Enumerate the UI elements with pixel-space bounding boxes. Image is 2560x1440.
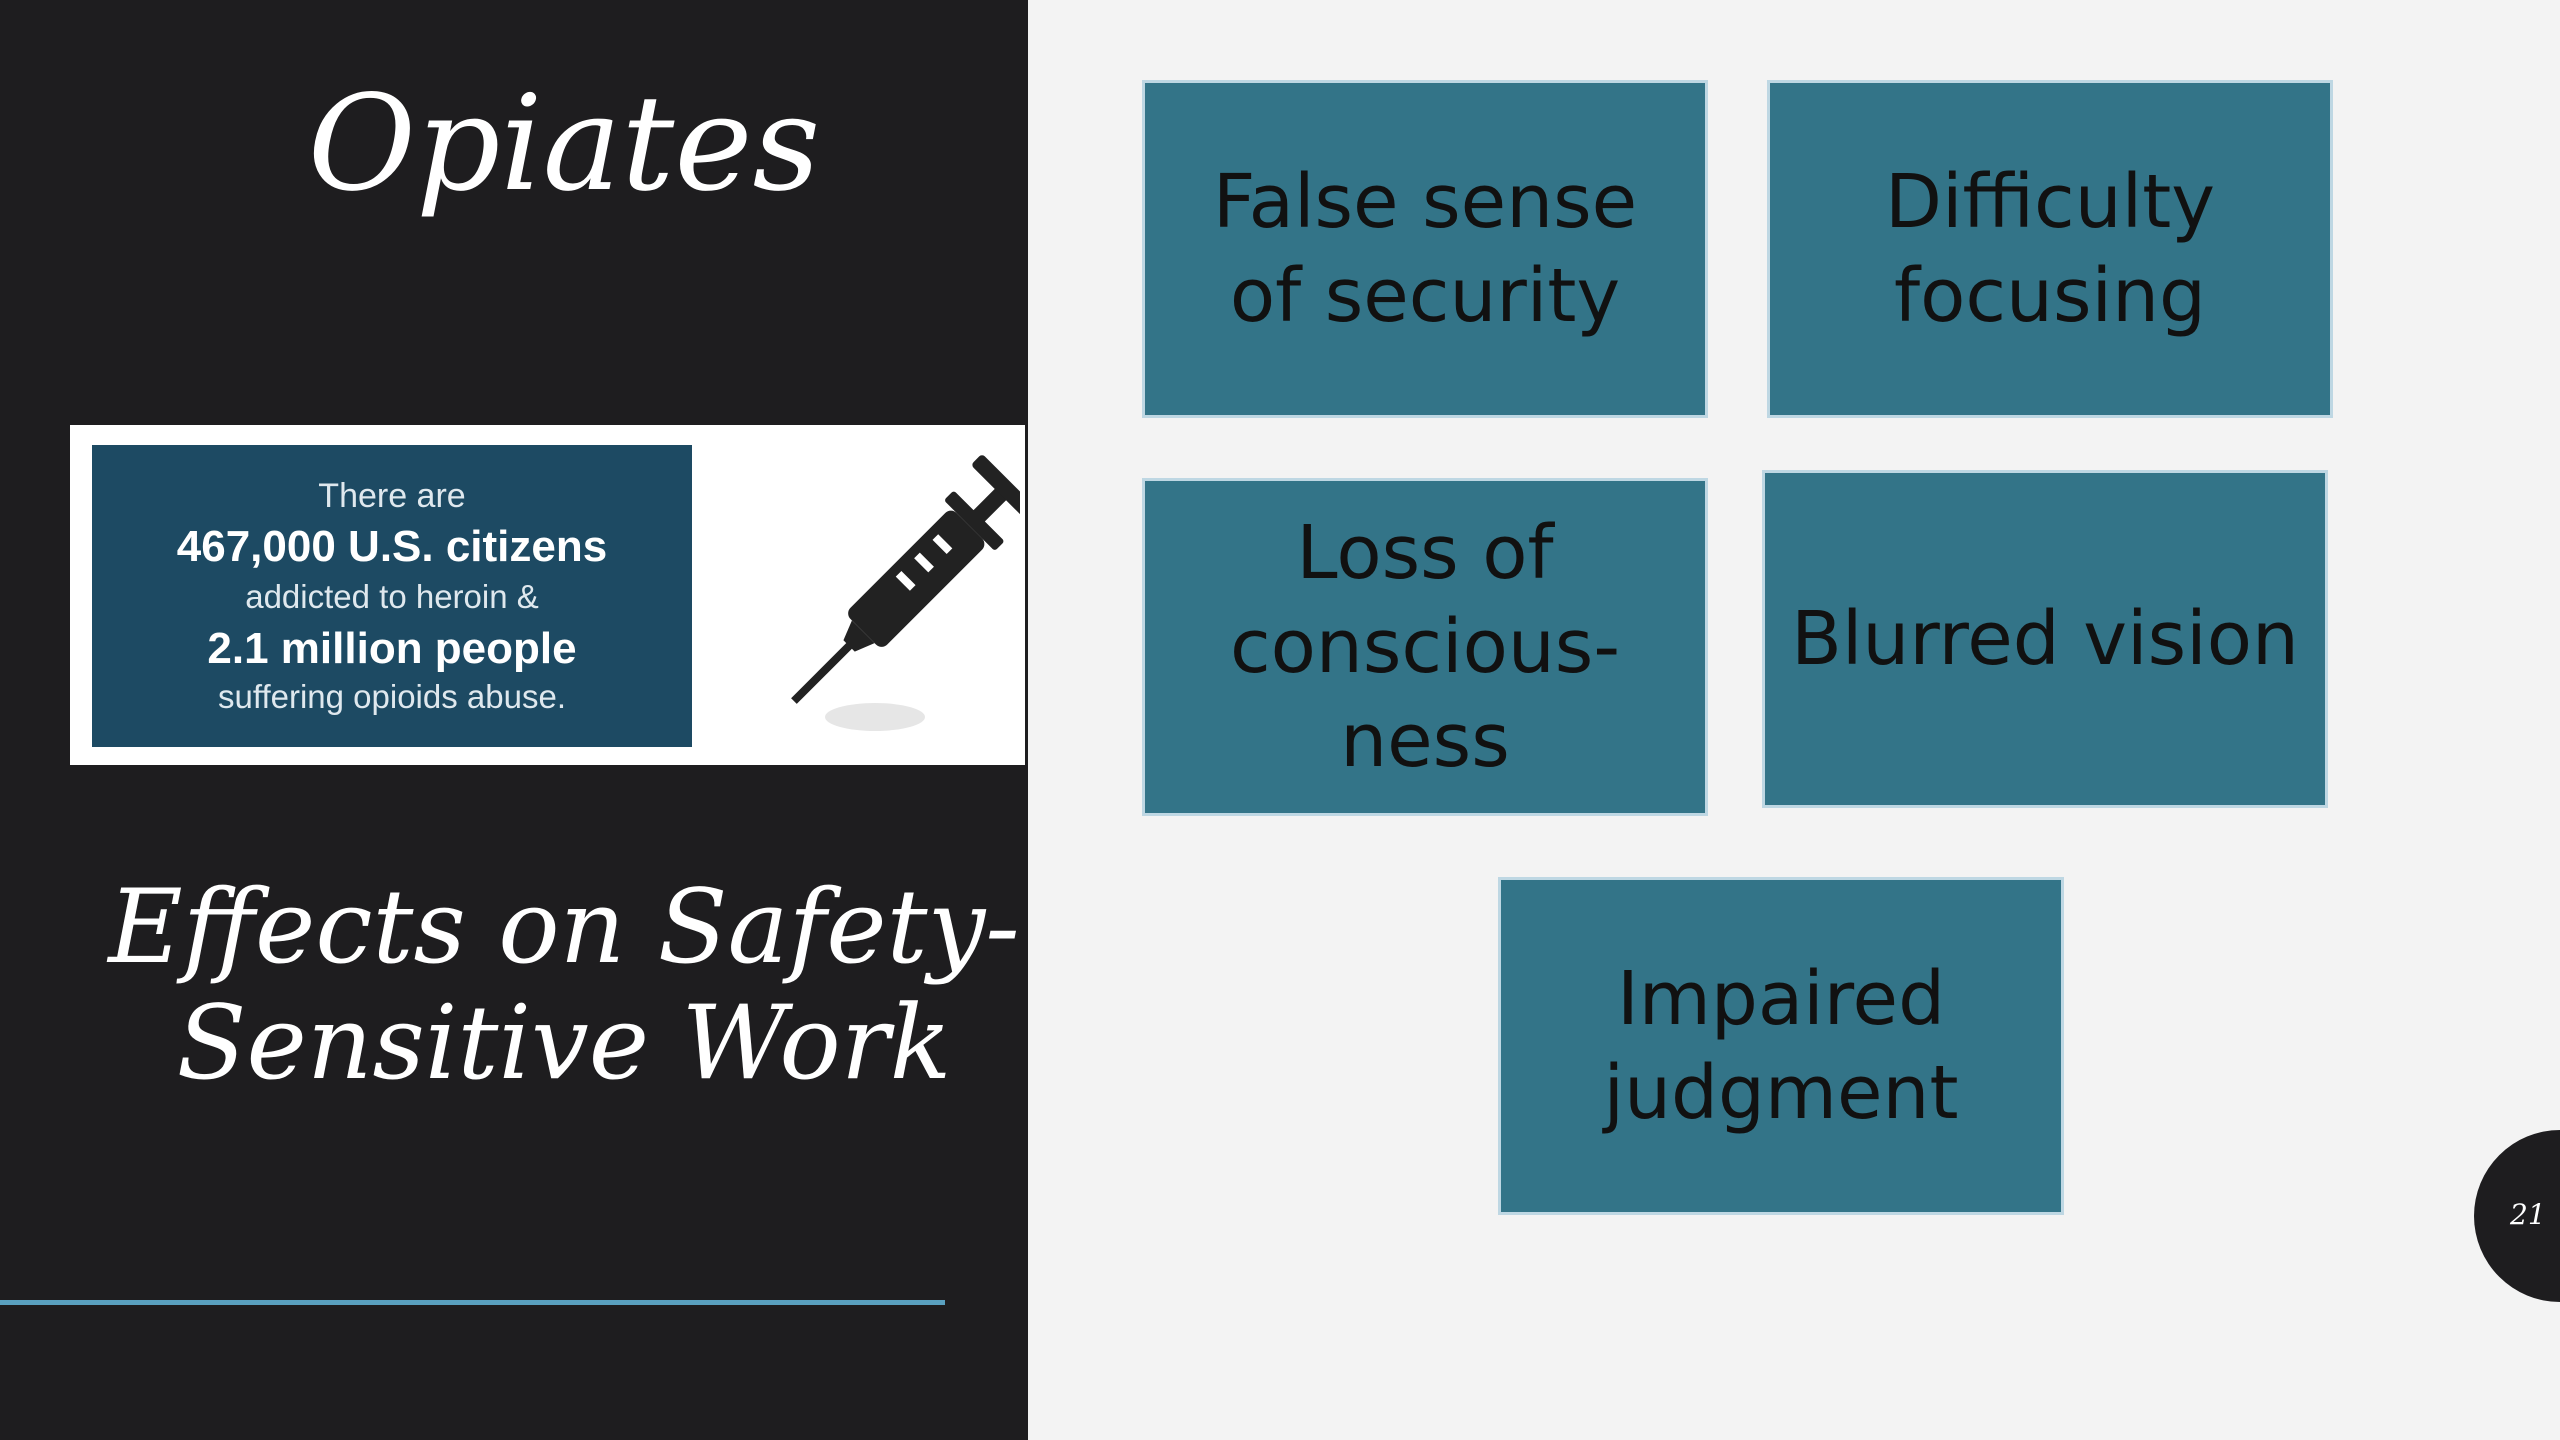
stat-line-4: 2.1 million people xyxy=(207,623,577,673)
accent-line xyxy=(0,1300,945,1305)
stat-line-3: addicted to heroin & xyxy=(245,577,539,615)
stat-line-2: 467,000 U.S. citizens xyxy=(176,521,608,571)
stat-box: There are 467,000 U.S. citizens addicted… xyxy=(92,445,692,747)
stat-line-1: There are xyxy=(318,476,466,515)
effect-box-blurred-vision: Blurred vision xyxy=(1762,470,2328,808)
slide-subtitle: Effects on Safety-Sensitive Work xyxy=(108,868,1020,1103)
stat-card: There are 467,000 U.S. citizens addicted… xyxy=(70,425,1025,765)
effect-box-impaired-judgment: Impaired judgment xyxy=(1498,877,2064,1215)
left-panel: Opiates There are 467,000 U.S. citizens … xyxy=(0,0,1028,1440)
page-number: 21 xyxy=(2510,1198,2546,1231)
page-number-badge: 21 xyxy=(2474,1130,2560,1302)
slide-title: Opiates xyxy=(307,67,821,221)
stat-line-5: suffering opioids abuse. xyxy=(218,677,566,715)
effect-box-false-security: False sense of security xyxy=(1142,80,1708,418)
effect-box-difficulty-focusing: Difficulty focusing xyxy=(1767,80,2333,418)
effect-box-loss-of-consciousness: Loss of conscious-ness xyxy=(1142,478,1708,816)
syringe-icon xyxy=(791,455,1020,731)
